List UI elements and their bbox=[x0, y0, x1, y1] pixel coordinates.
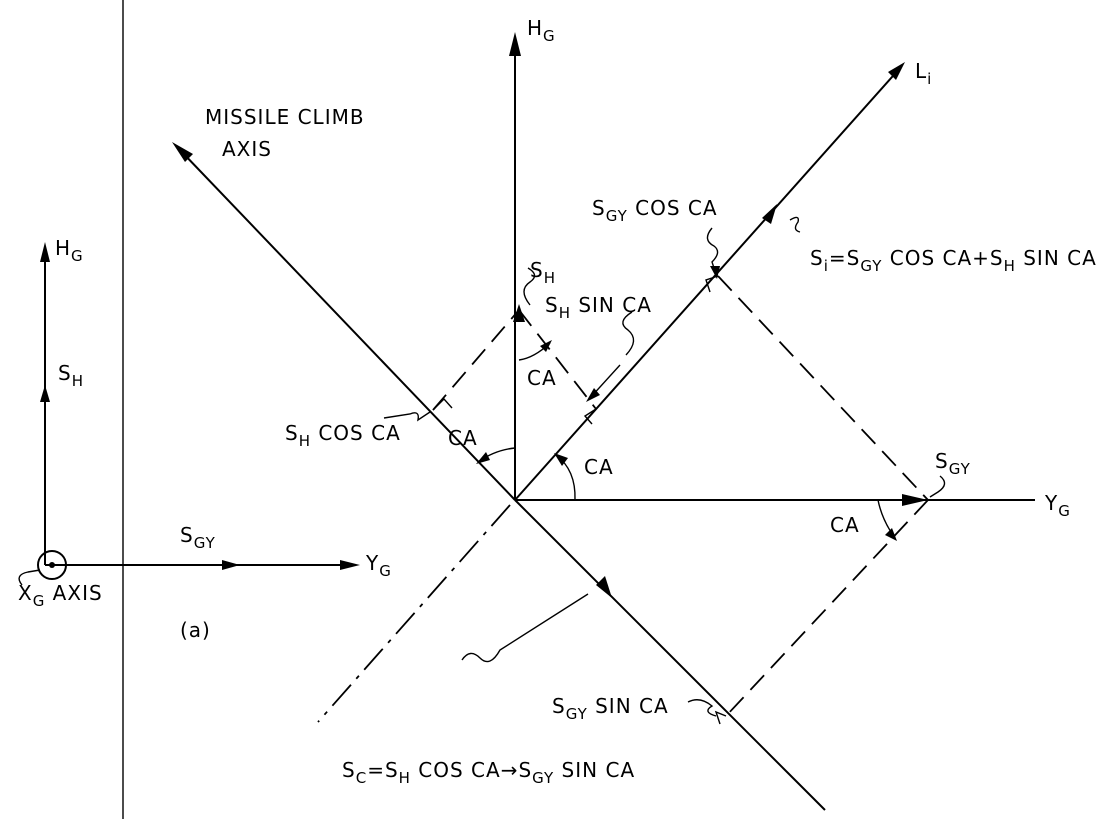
sc-arrowhead bbox=[596, 576, 612, 598]
panel-a-sh-label: SH bbox=[58, 361, 84, 390]
panel-a-xg-axis-symbol bbox=[37, 550, 67, 580]
ca-label-1: CA bbox=[527, 366, 557, 390]
sgy-cos-leader bbox=[706, 227, 719, 275]
right-angle-mark-4 bbox=[714, 710, 727, 725]
panel-a-xg-leader bbox=[18, 569, 41, 586]
extension-line bbox=[317, 504, 511, 723]
sc-equation-label: SC=SH COS CA→SGY SIN CA bbox=[342, 758, 635, 787]
sgy-right-leader bbox=[929, 475, 946, 498]
sh-cos-ca-label: SH COS CA bbox=[285, 421, 401, 450]
ca-arc-right bbox=[555, 454, 576, 501]
missile-climb-label-2: AXIS bbox=[222, 137, 272, 161]
main-si-arrowhead bbox=[762, 204, 777, 224]
panel-a-xg-label: XG AXIS bbox=[18, 581, 103, 610]
main-hg-arrowhead bbox=[509, 32, 521, 56]
ca-arc-right-arrow bbox=[554, 453, 568, 466]
right-angle-mark-2 bbox=[583, 408, 597, 425]
sgy-sin-projection bbox=[725, 499, 929, 717]
ca-arc-left-arrow bbox=[476, 452, 490, 464]
main-yg-label: YG bbox=[1044, 491, 1071, 520]
panel-a-xg-axis-dot bbox=[49, 562, 55, 568]
panel-a-caption: (a) bbox=[180, 618, 211, 642]
si-leader bbox=[789, 216, 801, 233]
main-sh-arrowhead bbox=[513, 304, 525, 322]
panel-a-sgy-label: SGY bbox=[180, 523, 216, 552]
sh-top-leader bbox=[523, 267, 536, 306]
main-li-arrowhead bbox=[888, 62, 905, 80]
sh-sin-ca-label: SH SIN CA bbox=[545, 293, 652, 322]
sh-sin-leader-arrow bbox=[586, 388, 600, 402]
main-li-label: Li bbox=[915, 59, 932, 88]
sgy-cos-leader-arrow bbox=[710, 266, 720, 279]
panel-a-yg-arrowhead bbox=[340, 560, 360, 570]
sh-sin-leader-top bbox=[622, 311, 635, 356]
panel-a-hg-label: HG bbox=[55, 236, 84, 265]
panel-a: HG SH SGY YG XG AXIS (a) bbox=[18, 236, 392, 642]
missile-climb-axis-lower bbox=[514, 499, 826, 811]
ca-arc-far-arrow bbox=[885, 528, 897, 541]
sgy-sin-leader bbox=[687, 699, 717, 717]
missile-climb-arrowhead bbox=[172, 142, 193, 162]
panel-a-sgy-arrowhead bbox=[222, 560, 240, 570]
sh-sin-projection bbox=[518, 309, 597, 410]
sgy-sin-ca-label: SGY SIN CA bbox=[552, 694, 669, 723]
ca-label-3: CA bbox=[584, 455, 614, 479]
main-sgy-arrowhead bbox=[902, 494, 928, 506]
ca-label-4: CA bbox=[830, 513, 860, 537]
ca-arc-top-arrow bbox=[540, 340, 552, 352]
right-angle-mark-1 bbox=[432, 397, 453, 411]
sh-cos-leader bbox=[383, 411, 431, 422]
missile-climb-label-1: MISSILE CLIMB bbox=[205, 105, 365, 129]
panel-a-hg-arrowhead bbox=[40, 242, 50, 262]
panel-a-sh-arrowhead bbox=[40, 385, 50, 402]
main-hg-label: HG bbox=[527, 16, 556, 45]
panel-a-yg-label: YG bbox=[365, 551, 392, 580]
si-equation-label: Si=SGY COS CA+SH SIN CA bbox=[810, 246, 1097, 275]
missile-climb-axis bbox=[179, 149, 516, 501]
sgy-right-label: SGY bbox=[935, 449, 971, 478]
sc-leader bbox=[461, 593, 589, 663]
sh-cos-projection bbox=[432, 309, 520, 411]
sgy-cos-projection bbox=[717, 275, 929, 501]
sh-top-label: SH bbox=[530, 258, 556, 287]
main-diagram: HG Li YG MISSILE CLIMB AXIS SGY COS CA S… bbox=[172, 16, 1097, 811]
sgy-cos-ca-label: SGY COS CA bbox=[592, 196, 718, 225]
ca-label-2: CA bbox=[448, 426, 478, 450]
right-angle-mark-3 bbox=[705, 275, 719, 293]
